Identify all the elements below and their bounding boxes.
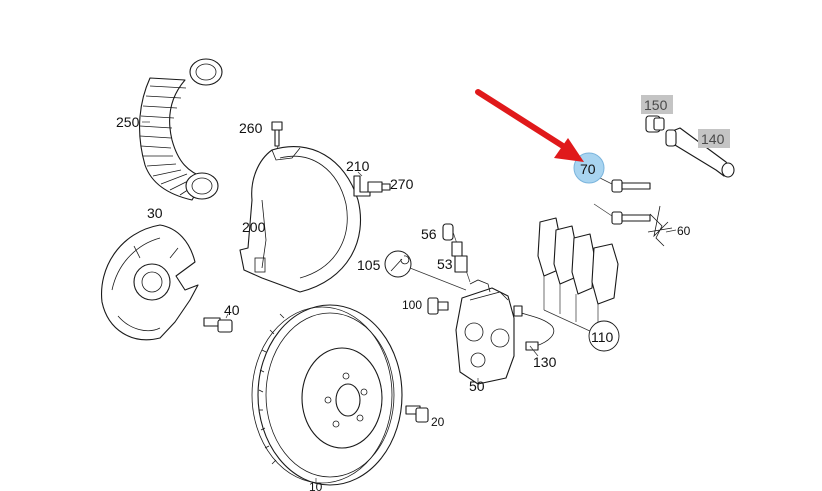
- label-100[interactable]: 100: [402, 298, 422, 312]
- part-56-bleed-cap[interactable]: [442, 223, 471, 283]
- part-100-caliper-bolt[interactable]: [427, 297, 449, 315]
- part-270-screw[interactable]: [367, 181, 391, 193]
- part-60-spring[interactable]: [647, 205, 677, 247]
- label-40[interactable]: 40: [224, 302, 240, 318]
- label-130[interactable]: 130: [533, 354, 557, 370]
- label-210[interactable]: 210: [346, 158, 370, 174]
- label-20[interactable]: 20: [431, 415, 445, 429]
- label-140[interactable]: 140: [701, 131, 725, 147]
- part-260-bolt[interactable]: [271, 121, 283, 157]
- part-50-brake-caliper[interactable]: [455, 279, 515, 385]
- label-110[interactable]: 110: [591, 329, 614, 345]
- label-53[interactable]: 53: [437, 256, 453, 272]
- part-130-wear-sensor[interactable]: [513, 305, 555, 357]
- red-pointer-arrow-icon: [475, 89, 584, 162]
- part-150-tag[interactable]: [641, 95, 673, 114]
- part-150-cap[interactable]: [645, 115, 665, 133]
- label-260[interactable]: 260: [239, 120, 263, 136]
- label-105[interactable]: 105: [357, 257, 381, 273]
- label-60[interactable]: 60: [677, 224, 691, 238]
- label-70[interactable]: 70: [580, 161, 596, 177]
- label-270[interactable]: 270: [390, 176, 414, 192]
- part-140-guide-sleeve[interactable]: [665, 127, 735, 178]
- label-200[interactable]: 200: [242, 219, 266, 235]
- part-30-backing-plate[interactable]: [100, 224, 199, 341]
- label-30[interactable]: 30: [147, 205, 163, 221]
- part-10-brake-disc[interactable]: [251, 304, 403, 486]
- part-140-tag[interactable]: [698, 129, 730, 148]
- label-50[interactable]: 50: [469, 378, 485, 394]
- label-150[interactable]: 150: [644, 97, 668, 113]
- part-20-bolt[interactable]: [405, 405, 429, 423]
- part-250-air-duct[interactable]: [139, 58, 223, 201]
- label-250[interactable]: 250: [116, 114, 140, 130]
- part-40-bolt[interactable]: [203, 313, 233, 333]
- label-56[interactable]: 56: [421, 226, 437, 242]
- part-110-callout[interactable]: [588, 320, 620, 352]
- label-10[interactable]: 10: [309, 480, 323, 491]
- part-53-bleed-screw[interactable]: [451, 241, 468, 273]
- part-200-splash-guard[interactable]: [239, 146, 362, 293]
- wrench-icon[interactable]: [384, 250, 467, 291]
- part-110-brake-pads[interactable]: [537, 217, 619, 333]
- part-70-guide-pins[interactable]: [593, 177, 651, 225]
